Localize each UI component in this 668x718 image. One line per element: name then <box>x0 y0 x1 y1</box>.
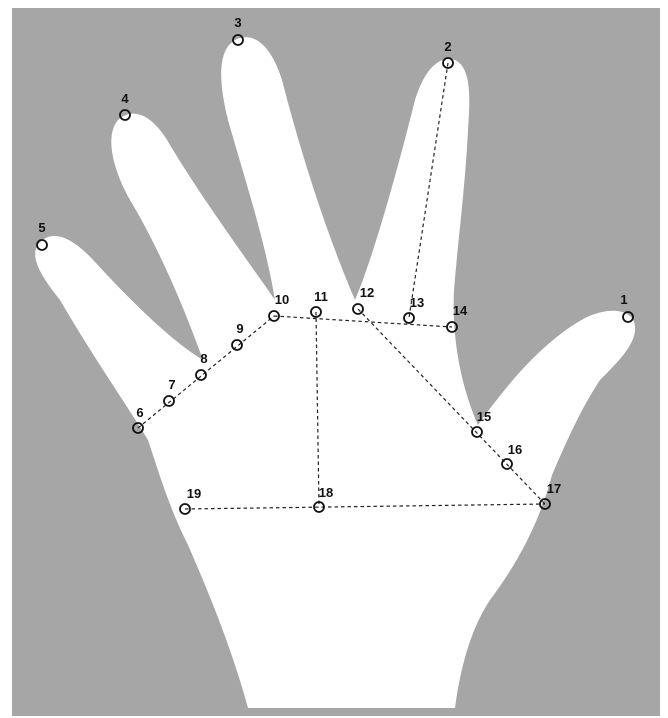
landmark-label-4: 4 <box>121 91 129 106</box>
landmark-label-8: 8 <box>200 351 207 366</box>
landmark-label-1: 1 <box>620 292 627 307</box>
landmark-label-10: 10 <box>275 292 289 307</box>
landmark-label-2: 2 <box>444 39 451 54</box>
landmark-label-12: 12 <box>360 285 374 300</box>
landmark-label-5: 5 <box>38 220 45 235</box>
landmark-label-14: 14 <box>453 303 468 318</box>
landmark-label-11: 11 <box>314 289 328 304</box>
landmark-label-7: 7 <box>168 377 175 392</box>
landmark-label-13: 13 <box>410 295 424 310</box>
landmark-label-16: 16 <box>508 442 522 457</box>
landmark-label-18: 18 <box>319 485 333 500</box>
landmark-label-19: 19 <box>187 486 201 501</box>
landmark-label-15: 15 <box>477 409 491 424</box>
landmark-label-17: 17 <box>547 481 561 496</box>
landmark-label-9: 9 <box>236 321 243 336</box>
landmark-label-3: 3 <box>234 15 241 30</box>
landmark-label-6: 6 <box>136 405 143 420</box>
